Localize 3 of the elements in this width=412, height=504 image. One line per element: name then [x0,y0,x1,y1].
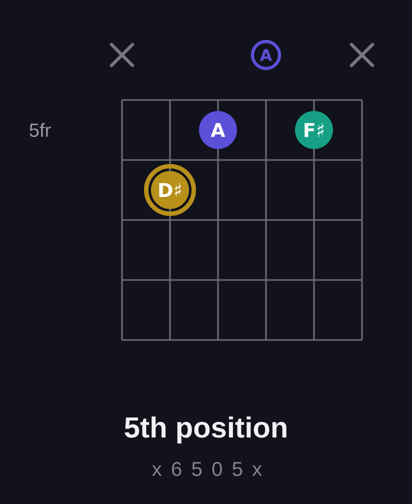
title: 5th position [124,416,286,444]
fret-number-label: 5fr [30,123,51,137]
caption: x 6 5 0 5 x [152,462,262,476]
